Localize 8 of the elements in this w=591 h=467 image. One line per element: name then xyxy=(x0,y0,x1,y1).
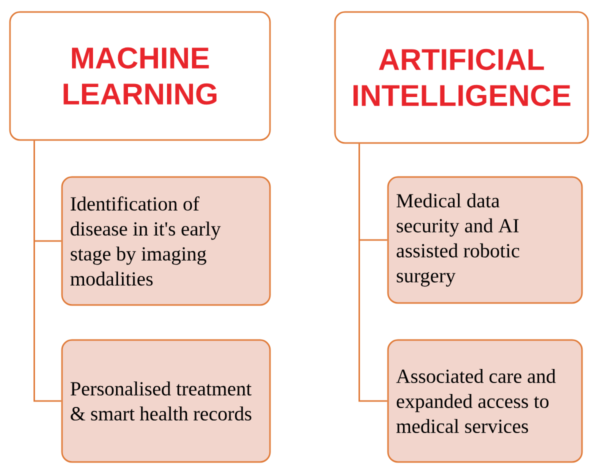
topic-box: Associated care and expanded access to medical services xyxy=(387,339,583,463)
topic-box: Personalised treatment & smart health records xyxy=(61,339,271,463)
heading-box: MACHINE LEARNING xyxy=(9,11,271,141)
topic-box: Medical data security and AI assisted robotic surgery xyxy=(387,176,583,304)
connector-line xyxy=(358,144,388,402)
connector-line xyxy=(34,140,62,402)
heading-box: ARTIFICIAL INTELLIGENCE xyxy=(334,11,589,144)
topic-box: Identification of disease in it's early stage by imaging modalities xyxy=(61,176,271,306)
